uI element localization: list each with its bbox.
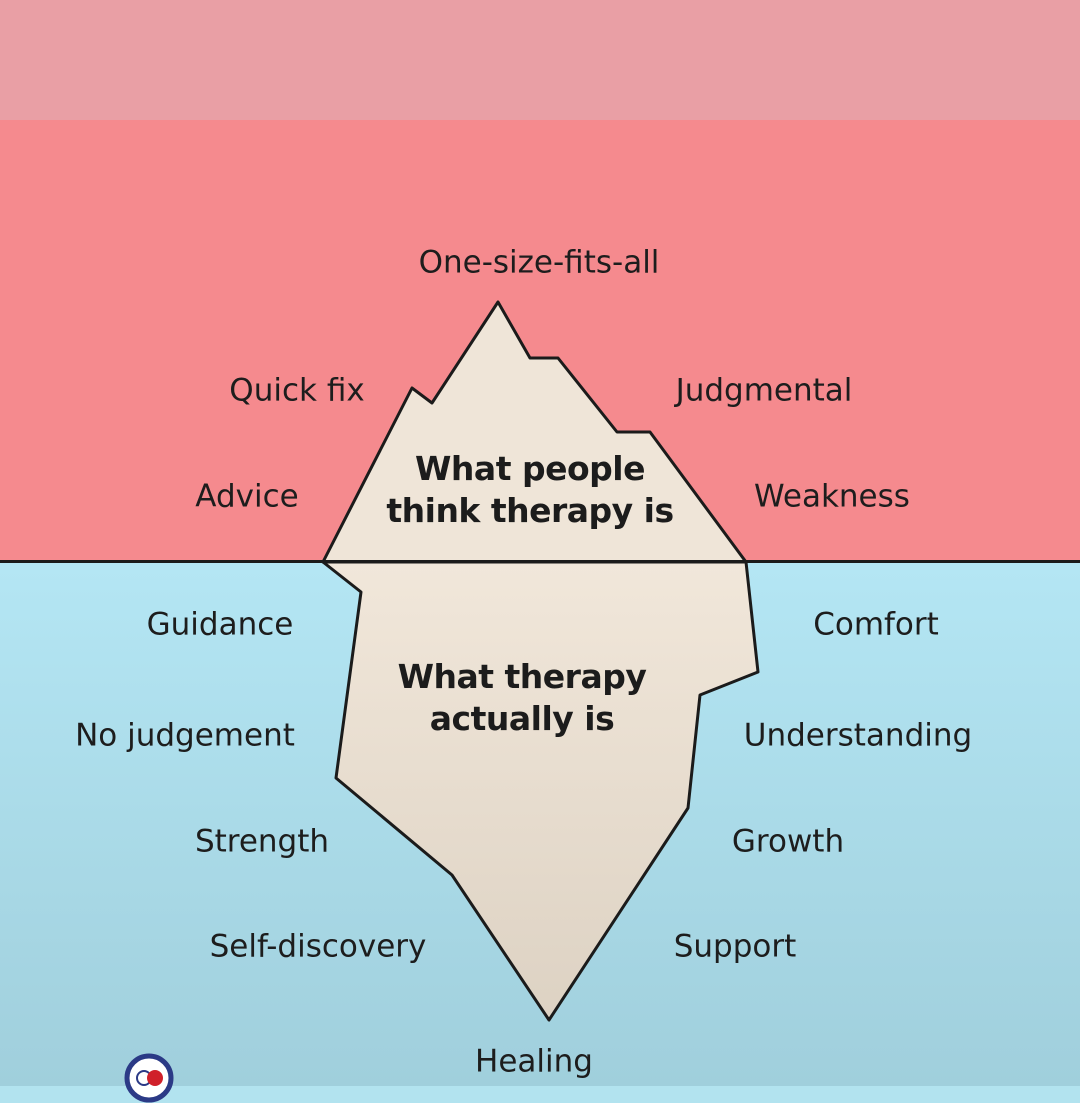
brain-heart-logo-icon (124, 1053, 174, 1103)
label-quick-fix: Quick fix (229, 372, 365, 409)
label-self-discovery: Self-discovery (209, 928, 427, 965)
iceberg-submerged (321, 560, 760, 1022)
label-comfort: Comfort (813, 606, 939, 643)
label-one-size-fits-all: One-size-fits-all (418, 244, 660, 281)
waterline (0, 560, 1080, 563)
label-judgmental: Judgmental (675, 372, 853, 409)
label-understanding: Understanding (743, 717, 973, 754)
submerged-caption: What therapy actually is (352, 656, 692, 740)
label-growth: Growth (731, 823, 845, 860)
submerged-caption-line-1: What therapy (397, 657, 647, 696)
label-weakness: Weakness (754, 478, 910, 515)
top-band (0, 0, 1080, 120)
label-strength: Strength (194, 823, 330, 860)
submerged-caption-line-2: actually is (429, 699, 615, 738)
label-support: Support (673, 928, 797, 965)
tip-caption: What people think therapy is (360, 448, 700, 532)
label-advice: Advice (195, 478, 299, 515)
label-guidance: Guidance (146, 606, 294, 643)
label-healing: Healing (475, 1043, 593, 1080)
iceberg-tip (321, 300, 748, 564)
tip-caption-line-1: What people (415, 449, 645, 488)
label-no-judgement: No judgement (75, 717, 295, 754)
tip-caption-line-2: think therapy is (386, 491, 674, 530)
